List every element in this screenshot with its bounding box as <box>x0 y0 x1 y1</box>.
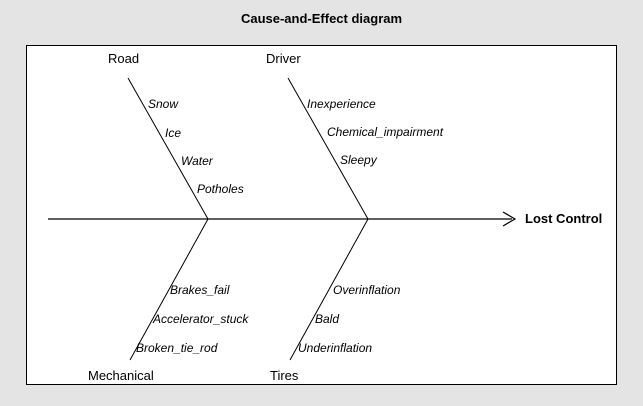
cause-label-potholes: Potholes <box>197 182 244 196</box>
branch-line-road <box>127 77 209 220</box>
cause-label-snow: Snow <box>148 97 179 111</box>
cause-label-water: Water <box>181 154 213 168</box>
branch-line-tires <box>289 218 369 361</box>
effect-label: Lost Control <box>525 211 603 226</box>
category-label-road: Road <box>108 51 140 66</box>
cause-label-overinflation: Overinflation <box>333 283 401 297</box>
cause-label-accelerator-stuck: Accelerator_stuck <box>153 312 249 326</box>
cause-label-bald: Bald <box>315 312 340 326</box>
plot-frame <box>26 45 617 385</box>
cause-label-inexperience: Inexperience <box>307 97 376 111</box>
spine-arrowhead-icon <box>502 211 517 227</box>
cause-label-broken-tie-rod: Broken_tie_rod <box>136 341 218 355</box>
category-label-driver: Driver <box>266 51 301 66</box>
category-label-mechanical: Mechanical <box>88 368 154 383</box>
cause-label-sleepy: Sleepy <box>340 153 377 167</box>
branch-line-mechanical <box>129 218 209 361</box>
cause-label-brakes-fail: Brakes_fail <box>170 283 230 297</box>
page-title: Cause-and-Effect diagram <box>240 11 403 26</box>
cause-label-chemical-impairment: Chemical_impairment <box>327 125 444 139</box>
branch-line-driver <box>287 77 369 220</box>
cause-label-ice: Ice <box>165 126 182 140</box>
category-label-tires: Tires <box>270 368 299 383</box>
cause-label-underinflation: Underinflation <box>298 341 373 355</box>
